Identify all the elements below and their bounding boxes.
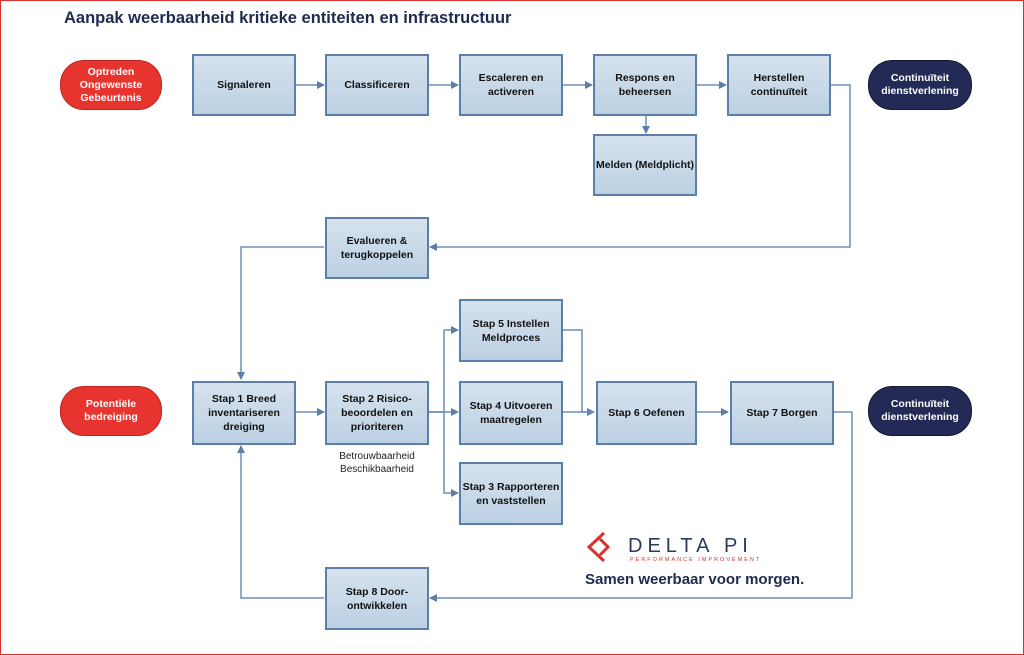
step-classificeren: Classificeren (325, 54, 429, 116)
end-continuity-pill-bottom: Continuïteit dienstverlening (868, 386, 972, 436)
arrow-herstellen-evalueren (429, 84, 851, 251)
end-continuity-pill-top: Continuïteit dienstverlening (868, 60, 972, 110)
start-threat-pill: Potentiële bedreiging (60, 386, 162, 436)
start-event-pill: Optreden Ongewenste Gebeurtenis (60, 60, 162, 110)
step-evalueren: Evalueren & terugkoppelen (325, 217, 429, 279)
step-stap8: Stap 8 Door- ontwikkelen (325, 567, 429, 630)
arrow-evalueren-stap1 (237, 246, 324, 380)
arrow-stap7-stap8 (429, 411, 853, 602)
stap2-note-betrouwbaarheid: Betrouwbaarheid (339, 451, 415, 462)
diagram-title: Aanpak weerbaarheid kritieke entiteiten … (64, 9, 512, 27)
arrow-stap2-stap5 (429, 326, 459, 413)
step-stap4: Stap 4 Uitvoeren maatregelen (459, 381, 563, 445)
arrow-stap2-stap3 (443, 412, 459, 497)
step-stap6: Stap 6 Oefenen (596, 381, 697, 445)
step-herstellen: Herstellen continuïteit (727, 54, 831, 116)
brand-name: DELTA PI (628, 535, 753, 557)
arrow-stap5-stap6 (563, 329, 595, 416)
step-stap2: Stap 2 Risico- beoordelen en prioriteren (325, 381, 429, 445)
delta-pi-logo-icon (586, 531, 611, 563)
arrow-stap8-stap1 (237, 445, 324, 599)
step-signaleren: Signaleren (192, 54, 296, 116)
step-melden: Melden (Meldplicht) (593, 134, 697, 196)
step-respons: Respons en beheersen (593, 54, 697, 116)
stap2-note-beschikbaarheid: Beschikbaarheid (340, 464, 414, 475)
step-stap3: Stap 3 Rapporteren en vaststellen (459, 462, 563, 525)
step-stap1: Stap 1 Breed inventariseren dreiging (192, 381, 296, 445)
step-stap7: Stap 7 Borgen (730, 381, 834, 445)
brand-slogan: Samen weerbaar voor morgen. (585, 571, 805, 588)
step-stap5: Stap 5 Instellen Meldproces (459, 299, 563, 362)
step-escaleren: Escaleren en activeren (459, 54, 563, 116)
brand-tagline: PERFORMANCE IMPROVEMENT (630, 557, 762, 563)
